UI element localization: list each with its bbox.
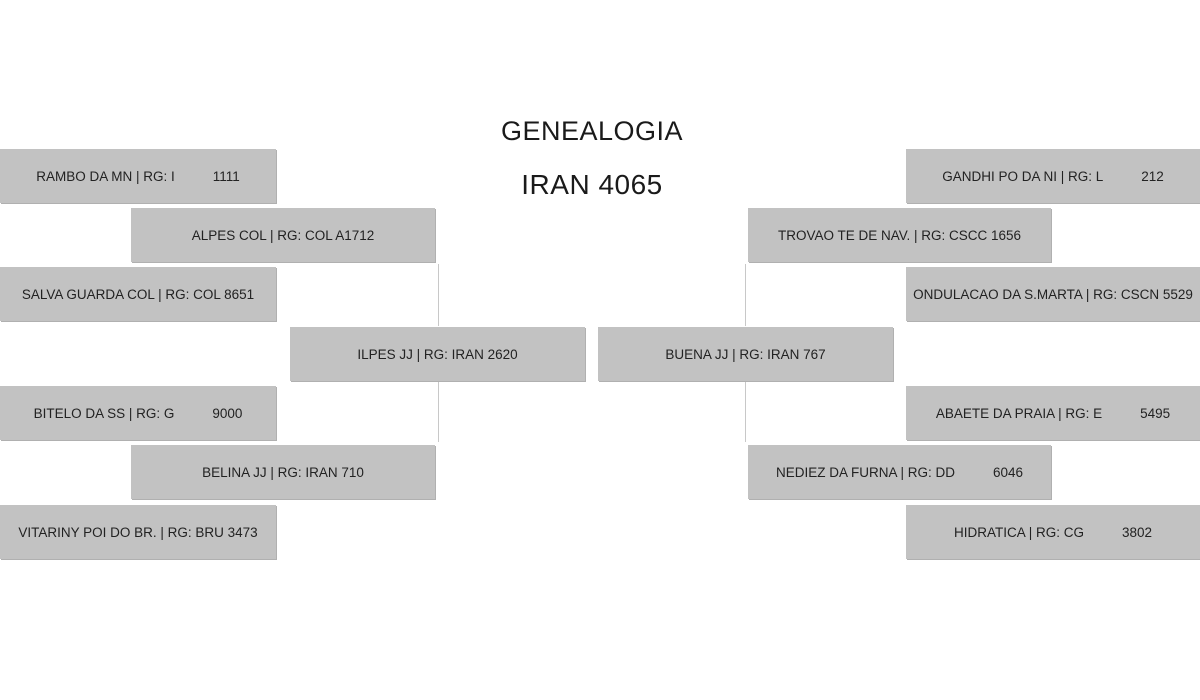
sire-box: ILPES JJ | RG: IRAN 2620 xyxy=(290,327,585,381)
subject-title: IRAN 4065 xyxy=(521,169,663,200)
sire-dam-box: BELINA JJ | RG: IRAN 710 xyxy=(131,445,435,499)
sire-sire-box: ALPES COL | RG: COL A1712 xyxy=(131,208,435,262)
dam-dam-box: NEDIEZ DA FURNA | RG: DD 6046 xyxy=(748,445,1051,499)
animal-name: NEDIEZ DA FURNA | RG: DD xyxy=(775,464,955,480)
dam-sire-dam-box: ONDULACAO DA S.MARTA | RG: CSCN 5529 xyxy=(906,267,1200,321)
animal-number: 6046 xyxy=(992,464,1024,480)
animal-name: ALPES COL | RG: COL A1712 xyxy=(191,227,375,243)
animal-name: RAMBO DA MN | RG: I xyxy=(36,168,175,184)
animal-name: SALVA GUARDA COL | RG: COL 8651 xyxy=(21,286,255,302)
animal-name: BELINA JJ | RG: IRAN 710 xyxy=(202,464,364,480)
connector-line xyxy=(745,382,746,442)
animal-name: TROVAO TE DE NAV. | RG: CSCC 1656 xyxy=(777,227,1022,243)
sire-sire-sire-box: RAMBO DA MN | RG: I 1111 xyxy=(0,149,276,203)
dam-box: BUENA JJ | RG: IRAN 767 xyxy=(598,327,893,381)
sire-sire-dam-box: SALVA GUARDA COL | RG: COL 8651 xyxy=(0,267,276,321)
connector-line xyxy=(438,382,439,442)
animal-number: 5495 xyxy=(1140,405,1171,421)
page-title: GENEALOGIA xyxy=(500,116,684,146)
animal-name: BITELO DA SS | RG: G xyxy=(33,405,175,421)
animal-number: 1111 xyxy=(212,168,240,184)
dam-dam-dam-box: HIDRATICA | RG: CG 3802 xyxy=(906,505,1200,559)
animal-name: ILPES JJ | RG: IRAN 2620 xyxy=(357,346,518,362)
dam-sire-sire-box: GANDHI PO DA NI | RG: L 212 xyxy=(906,149,1200,203)
animal-name: HIDRATICA | RG: CG xyxy=(953,524,1084,540)
dam-dam-sire-box: ABAETE DA PRAIA | RG: E 5495 xyxy=(906,386,1200,440)
dam-sire-box: TROVAO TE DE NAV. | RG: CSCC 1656 xyxy=(748,208,1051,262)
animal-number: 212 xyxy=(1141,168,1164,184)
animal-name: GANDHI PO DA NI | RG: L xyxy=(942,168,1104,184)
sire-dam-sire-box: BITELO DA SS | RG: G 9000 xyxy=(0,386,276,440)
animal-name: VITARINY POI DO BR. | RG: BRU 3473 xyxy=(18,524,258,540)
animal-name: ONDULACAO DA S.MARTA | RG: CSCN 5529 xyxy=(913,286,1193,302)
animal-name: BUENA JJ | RG: IRAN 767 xyxy=(665,346,826,362)
animal-number: 9000 xyxy=(212,405,243,421)
animal-name: ABAETE DA PRAIA | RG: E xyxy=(935,405,1103,421)
connector-line xyxy=(745,264,746,326)
connector-line xyxy=(438,264,439,326)
sire-dam-dam-box: VITARINY POI DO BR. | RG: BRU 3473 xyxy=(0,505,276,559)
animal-number: 3802 xyxy=(1121,524,1153,540)
